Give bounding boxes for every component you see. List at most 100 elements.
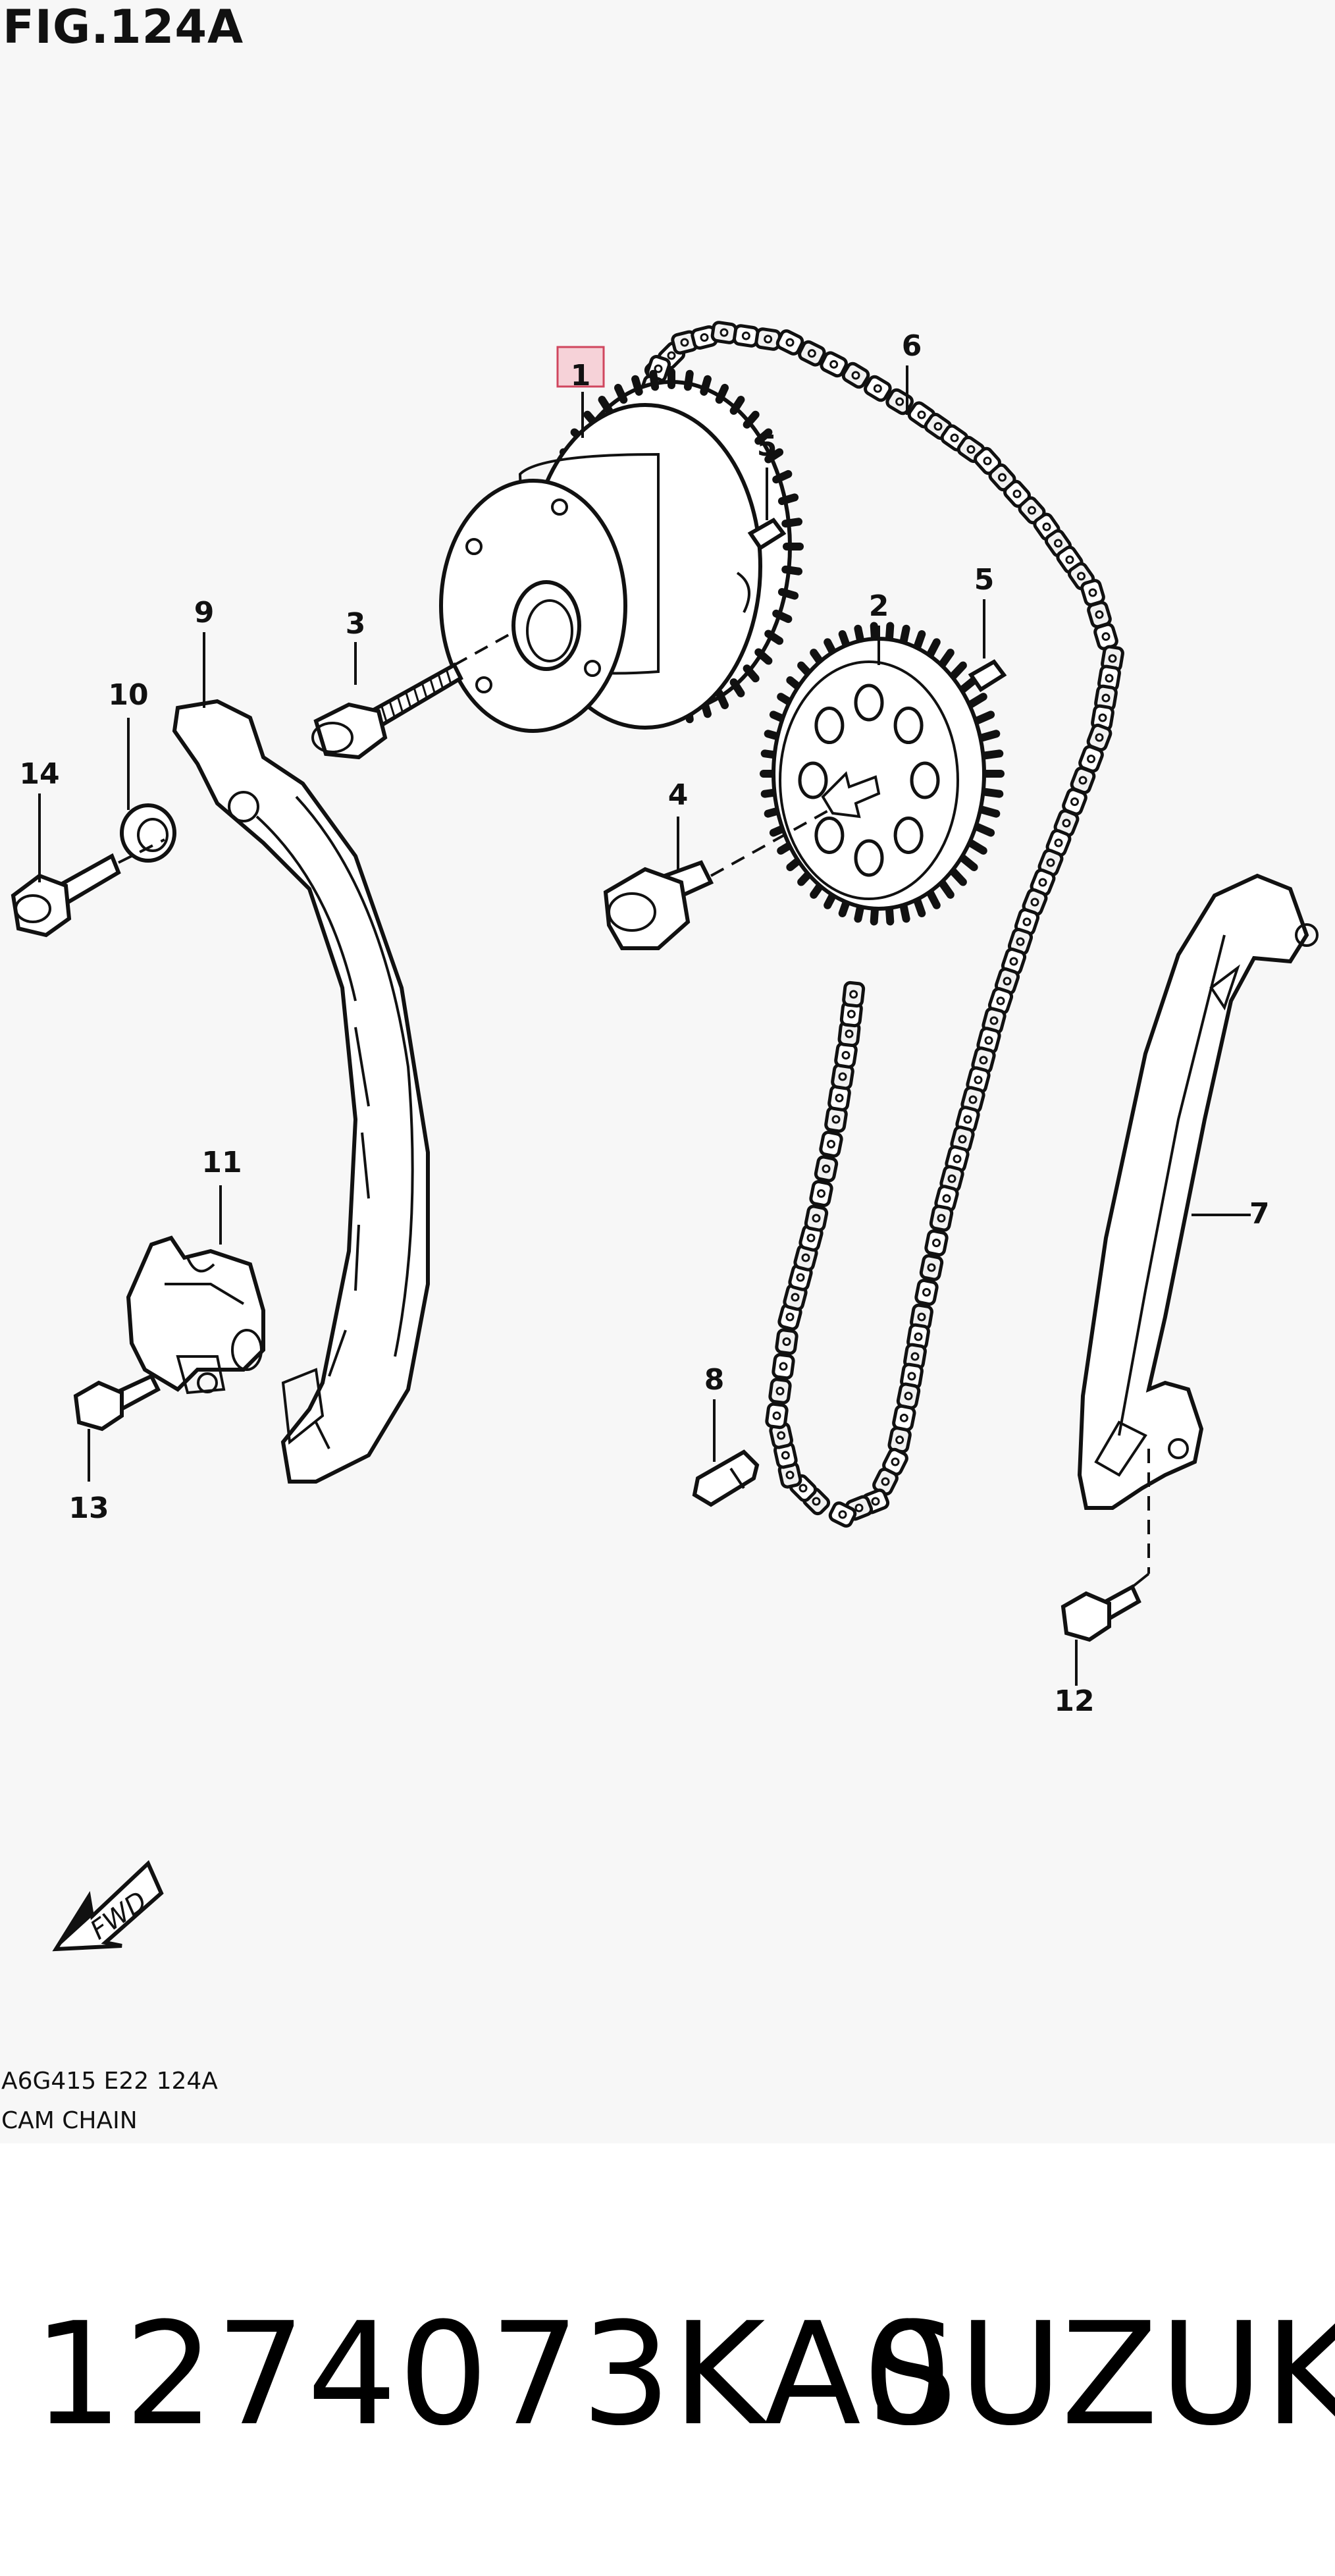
sprocket-tooth	[973, 711, 995, 725]
sprocket-tooth	[938, 649, 955, 669]
chain-pin	[785, 1470, 795, 1480]
chain-tensioner-arm[interactable]	[172, 699, 430, 1484]
phaser-tooth	[764, 630, 784, 645]
callout-1-highlight	[556, 346, 605, 388]
callout-5a[interactable]: 5	[757, 429, 777, 463]
bolt-thread	[397, 697, 404, 714]
callout-2[interactable]: 2	[869, 589, 889, 623]
chain-pin	[966, 445, 976, 454]
chain-pin	[937, 1214, 946, 1223]
chain-pin	[1054, 838, 1063, 847]
chain-pin	[1046, 858, 1055, 867]
chain-pin	[1077, 572, 1086, 581]
chain-pin	[989, 1016, 999, 1025]
chain-pin	[827, 1140, 835, 1148]
chain-pin	[1087, 755, 1095, 763]
chain-pin	[849, 990, 858, 999]
callout-14[interactable]: 14	[19, 757, 59, 791]
chain-pin	[1098, 713, 1107, 722]
chain-pin	[932, 1239, 941, 1247]
chain-pin	[891, 1457, 900, 1466]
chain-pin	[700, 333, 709, 342]
phaser-tooth	[598, 396, 614, 415]
callout-13[interactable]: 13	[68, 1491, 109, 1525]
pin-5b[interactable]	[968, 659, 1007, 693]
phaser-tooth	[743, 664, 760, 683]
phaser-tooth	[777, 493, 799, 505]
chain-pin	[998, 473, 1007, 482]
callout-12[interactable]: 12	[1054, 1684, 1094, 1718]
chain-guide[interactable]	[1077, 873, 1319, 1510]
phaser-tooth	[777, 588, 799, 600]
chain-pin	[917, 1312, 926, 1322]
chain-pin	[933, 422, 943, 431]
bolt-4[interactable]	[603, 860, 714, 950]
bolt-13[interactable]	[73, 1374, 161, 1432]
sprocket-tooth	[949, 867, 967, 886]
dowel-pin-8[interactable]	[692, 1449, 760, 1507]
collar-10[interactable]	[120, 803, 176, 863]
callout-7[interactable]: 7	[1249, 1197, 1270, 1231]
chain-pin	[958, 1135, 967, 1144]
chain-pin	[785, 1312, 795, 1322]
chain-pin	[835, 1094, 844, 1102]
chain-pin	[1070, 797, 1079, 806]
sprocket-tooth	[899, 624, 910, 647]
sprocket-tooth	[981, 749, 1004, 760]
chain-pin	[1042, 522, 1051, 531]
chain-pin	[1101, 632, 1111, 641]
chain-pin	[817, 1189, 825, 1198]
cam-sprocket[interactable]	[760, 622, 1005, 926]
phaser-tooth	[700, 375, 712, 396]
callout-3[interactable]: 3	[346, 607, 366, 641]
chain-pin	[942, 1194, 951, 1203]
chain-pin	[1095, 610, 1104, 619]
bolt-thread	[380, 706, 388, 724]
bolt-12[interactable]	[1060, 1584, 1141, 1642]
chain-pin	[812, 1497, 821, 1506]
callout-5b[interactable]: 5	[974, 563, 995, 597]
sprocket-tooth	[973, 822, 995, 837]
phaser-tooth	[649, 369, 660, 391]
chain-pin	[1009, 957, 1018, 966]
chain-pin	[1088, 588, 1097, 597]
bolt-14[interactable]	[11, 853, 121, 938]
chain-pin	[1108, 654, 1117, 663]
chain-pin	[772, 1411, 781, 1420]
callout-9[interactable]: 9	[194, 596, 215, 630]
brand-name: SUZUKI	[868, 2292, 1335, 2457]
chain-pin	[953, 1154, 962, 1164]
phaser-tooth	[614, 383, 628, 404]
chain-pin	[1105, 674, 1114, 683]
chain-pin	[1028, 506, 1036, 515]
callout-1[interactable]: 1	[571, 359, 591, 392]
chain-pin	[1054, 539, 1062, 548]
callout-8[interactable]: 8	[704, 1363, 725, 1397]
cam-chain[interactable]	[633, 321, 1124, 1528]
callout-6[interactable]: 6	[902, 329, 922, 363]
chain-pin	[847, 1009, 856, 1019]
chain-pin	[680, 338, 689, 347]
chain-pin	[950, 433, 959, 443]
chain-pin	[910, 1352, 920, 1361]
cam-phaser-sprocket[interactable]	[439, 368, 804, 733]
section-name: CAM CHAIN	[1, 2107, 138, 2134]
chain-pin	[979, 1056, 988, 1065]
chain-pin	[829, 360, 839, 369]
pin-5a[interactable]	[747, 518, 787, 551]
callout-11[interactable]: 11	[201, 1146, 242, 1179]
sprocket-tooth	[899, 900, 910, 923]
bolt-thread	[421, 682, 429, 701]
bolt-3[interactable]	[311, 662, 463, 760]
chain-pin	[775, 1387, 785, 1395]
chain-pin	[963, 1115, 972, 1124]
chain-pin	[1062, 818, 1071, 828]
phaser-tooth	[631, 375, 643, 396]
phaser-tooth	[754, 648, 773, 665]
chain-pin	[777, 1431, 786, 1440]
sprocket-hole	[854, 684, 884, 722]
chain-pin	[917, 410, 926, 419]
callout-4[interactable]: 4	[668, 778, 689, 812]
callout-10[interactable]: 10	[108, 678, 148, 712]
chain-tensioner[interactable]	[126, 1235, 265, 1395]
